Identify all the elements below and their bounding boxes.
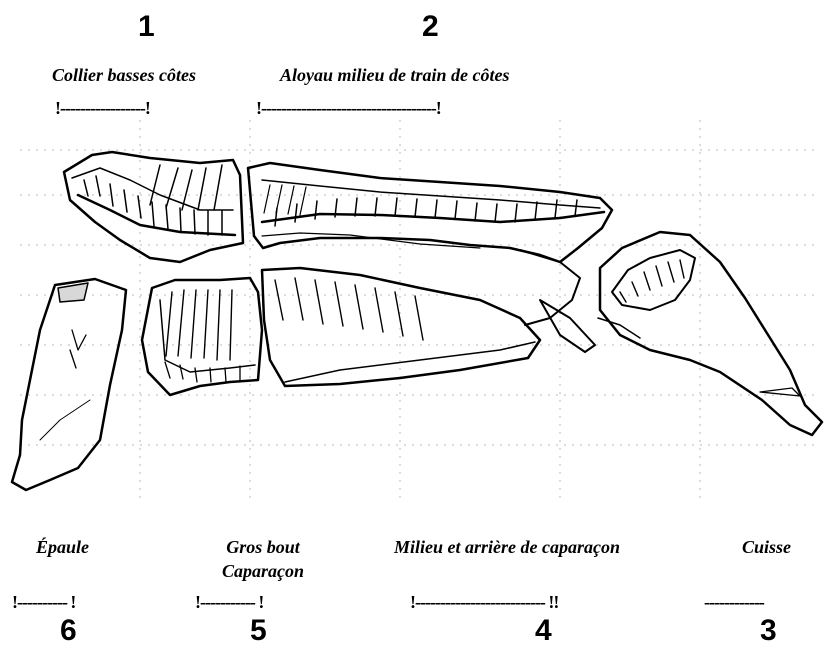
section-label-collier: Collier basses côtes [52, 64, 196, 86]
section-number-3: 3 [760, 616, 777, 646]
bracket-section-3: ------------ [704, 592, 764, 612]
guide-grid [20, 120, 820, 500]
cut-6-epaule [12, 279, 126, 490]
section-label-milieu: Milieu et arrière de caparaçon [394, 536, 620, 558]
cut-3-cuisse [598, 232, 822, 435]
cut-2-aloyau [248, 163, 612, 325]
section-number-4: 4 [535, 616, 552, 646]
section-label-aloyau: Aloyau milieu de train de côtes [280, 64, 510, 86]
cut-4-milieu [262, 268, 595, 386]
section-label-epaule: Épaule [36, 536, 89, 558]
bracket-section-6: !---------- ! [12, 592, 75, 612]
bracket-section-1: !-----------------! [55, 98, 150, 118]
bracket-section-4: !-------------------------- !! [410, 592, 558, 612]
section-number-1: 1 [138, 12, 155, 42]
section-number-2: 2 [422, 12, 439, 42]
section-number-6: 6 [60, 616, 77, 646]
section-label-gros-bout-line2: Caparaçon [208, 560, 318, 582]
bracket-section-5: !----------- ! [195, 592, 263, 612]
section-label-gros-bout-line1: Gros bout [208, 536, 318, 558]
bracket-section-2: !-----------------------------------! [256, 98, 441, 118]
cut-1-collier [64, 152, 243, 262]
section-label-cuisse: Cuisse [742, 536, 791, 558]
cut-5-gros-bout [142, 278, 262, 395]
section-number-5: 5 [250, 616, 267, 646]
